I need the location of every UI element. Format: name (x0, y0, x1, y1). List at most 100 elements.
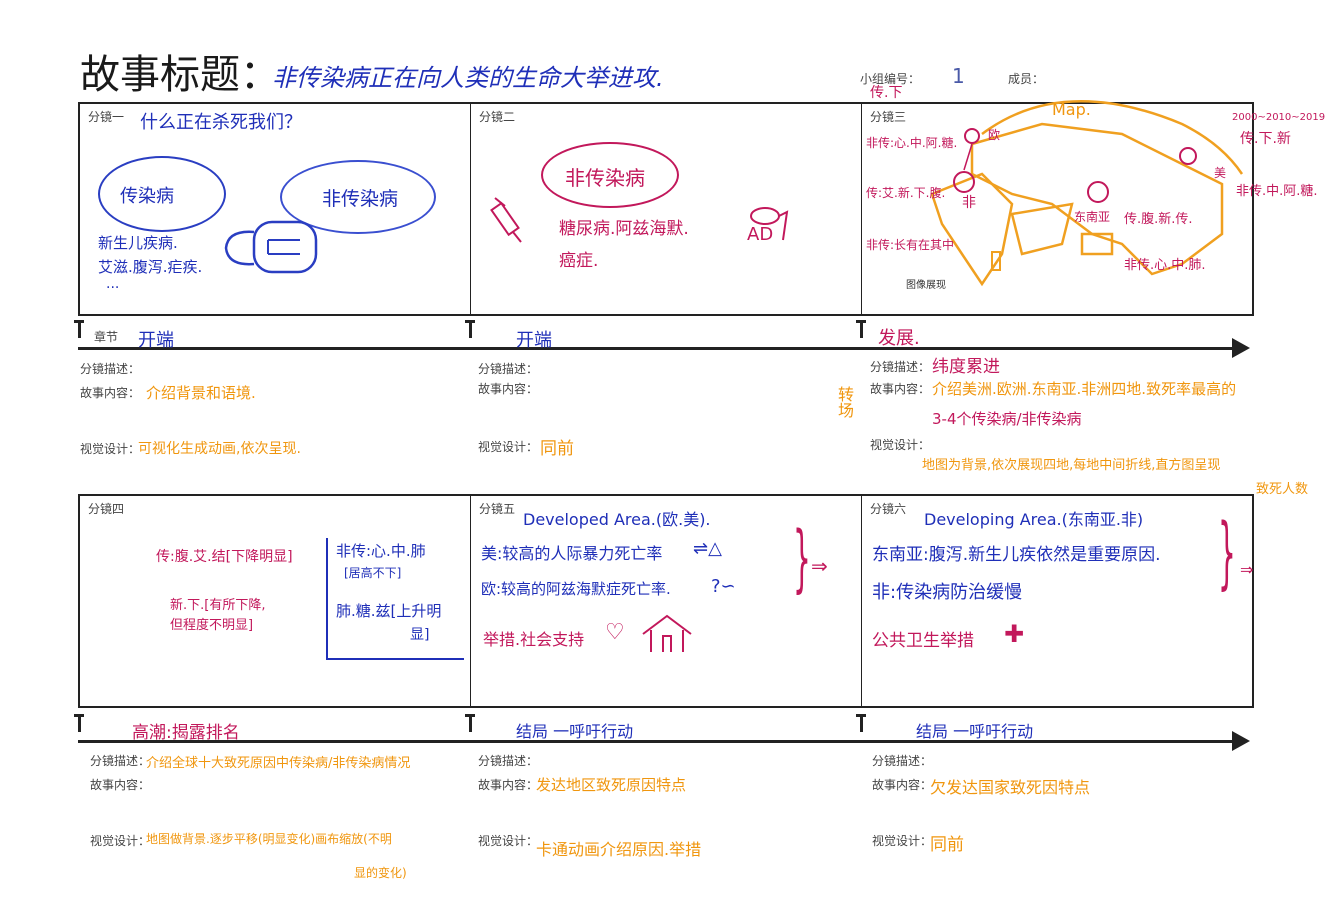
sea-label: 东南亚 (1074, 210, 1111, 224)
panel-1-desc-label: 分镜描述： (80, 362, 141, 376)
violence-icon: ⇌△ (693, 538, 722, 559)
panel-3-visual-value: 地图为背景,依次展现四地,每地中间折线,直方图呈现 (922, 458, 1221, 473)
panel-3: 分镜三 传.下 Map. 2000~2010~2019 非传:心.中.阿.糖. … (862, 85, 1325, 314)
timeline-tick (469, 716, 472, 732)
panel-4-content-label: 故事内容： (90, 778, 151, 792)
panel-5-arrow: ⇒ (811, 554, 828, 578)
panel-4-desc-value: 介绍全球十大致死原因中传染病/非传染病情况 (146, 756, 411, 771)
group-number-value: 1 (952, 64, 965, 88)
story-title-label: 故事标题： (80, 52, 280, 98)
ad-label: AD (747, 224, 774, 245)
disease-list-line3: ... (106, 276, 120, 292)
panel-1-content-value: 介绍背景和语境. (146, 384, 256, 402)
panel-2-visual-value: 同前 (540, 439, 574, 459)
transition-note: 转场 (835, 386, 854, 418)
panel-6-visual-label: 视觉设计： (872, 834, 933, 848)
panel-4-desc-label: 分镜描述： (90, 754, 151, 768)
syringe-icon (490, 197, 522, 243)
years-label: 2000~2010~2019 (1232, 112, 1325, 123)
panel-1: 分镜一 什么正在杀死我们？ 传染病 非传染病 新生儿疾病. 艾滋.腹泻.疟疾. … (80, 104, 471, 314)
panel-4-right-3: 肺.糖.兹[上升明 (336, 602, 442, 620)
panel-5-content-label: 故事内容： (478, 778, 539, 792)
panel-1-visual-value: 可视化生成动画,依次呈现. (138, 441, 301, 457)
timeline-tick (78, 322, 81, 338)
storyboard-row-1: 分镜一 什么正在杀死我们？ 传染病 非传染病 新生儿疾病. 艾滋.腹泻.疟疾. … (78, 85, 1325, 316)
panel-4-visual-value: 地图做背景.逐步平移(明显变化)画布缩放(不明 (146, 832, 392, 846)
panel-question: 什么正在杀死我们？ (140, 112, 302, 133)
panel-5-visual-value: 卡通动画介绍原因.举措 (536, 840, 702, 859)
brain-icon (750, 207, 789, 241)
timeline-row-2 (78, 740, 1233, 743)
panel-6-line-2: 非:传染病防治缓慢 (872, 582, 1023, 603)
panel-5-brace: } (793, 515, 811, 602)
panel-6-line-3: 公共卫生举措 (872, 631, 974, 651)
panel-2-content-label: 故事内容： (478, 382, 539, 396)
panel-5-line-2: 欧:较高的阿兹海默症死亡率. (481, 580, 671, 598)
panel-5-heading: Developed Area.(欧.美). (523, 510, 711, 529)
chapter-6: 结局 一呼吁行动 (916, 722, 1034, 741)
infectious-label: 传染病 (120, 186, 174, 207)
panel-6-heading: Developing Area.(东南亚.非) (924, 510, 1144, 529)
panel-6: 分镜六 Developing Area.(东南亚.非) 东南亚:腹泻.新生儿疾依… (862, 496, 1252, 706)
panel-4-left-2: 新.下.[有所下降, (170, 598, 266, 613)
red-cross-icon: ✚ (1004, 620, 1025, 648)
panel-6-arrow: ⇒ (1240, 560, 1254, 579)
us-label: 美 (1214, 166, 1227, 180)
mask-icon (224, 220, 318, 274)
house-icon (642, 614, 692, 652)
panel-label: 分镜二 (479, 110, 516, 124)
panel-6-content-value: 欠发达国家致死因特点 (930, 778, 1091, 797)
timeline-tick (860, 716, 863, 732)
panel-2-visual-label: 视觉设计： (478, 440, 539, 454)
panel-2: 分镜二 非传染病 糖尿病.阿兹海默. 癌症. AD (471, 104, 862, 314)
sea-note: 传.腹.新.传. (1124, 212, 1193, 227)
timeline-arrow (1232, 338, 1250, 358)
heart-icon: ♡ (605, 620, 625, 645)
panel-6-desc-label: 分镜描述： (872, 754, 933, 768)
noninfectious-label: 非传染病 (322, 188, 399, 210)
panel-5-content-value: 发达地区致死原因特点 (536, 776, 687, 794)
brain-wave-icon: ?∽ (711, 576, 736, 597)
panel-label: 分镜四 (88, 502, 125, 516)
panel-5-line-3: 举措.社会支持 (483, 630, 585, 649)
infectious-circle (98, 156, 226, 232)
panel-3-content-value: 介绍美洲.欧洲.东南亚.非洲四地.致死率最高的 (932, 380, 1237, 398)
timeline-arrow (1232, 731, 1250, 751)
bracket-frame (326, 538, 464, 660)
panel-4-right-2: [居高不下] (344, 566, 402, 580)
disease-list-line1: 新生儿疾病. (98, 234, 178, 252)
panel-6-line-1: 东南亚:腹泻.新生儿疾依然是重要原因. (872, 545, 1161, 565)
storyboard-row-2: 分镜四 传:腹.艾.结[下降明显] 新.下.[有所下降, 但程度不明显] 非传:… (78, 494, 1254, 708)
panel-6-content-label: 故事内容： (872, 778, 933, 792)
right-note-2: 非传.中.阿.糖. (1236, 184, 1318, 199)
top-note: 传.下 (870, 85, 903, 101)
europe-label: 欧 (988, 128, 1001, 142)
chapter-4: 高潮:揭露排名 (132, 723, 240, 743)
panel-4-visual-label: 视觉设计： (90, 834, 151, 848)
chapter-label: 章节 (94, 330, 119, 344)
panel-label: 分镜三 (870, 110, 907, 124)
panel-4-visual-value-2: 显的变化) (354, 866, 407, 880)
left-note-2: 传:艾.新.下.腹. (866, 186, 946, 200)
left-note-1: 非传:心.中.阿.糖. (866, 136, 958, 150)
noninfectious-circle (541, 142, 679, 208)
panel-label: 分镜六 (870, 502, 907, 516)
panel-label: 分镜一 (88, 110, 125, 124)
world-map-sketch (930, 100, 1244, 287)
map-label: Map. (1052, 100, 1091, 119)
noninfectious-circle (280, 160, 436, 234)
timeline-row-1 (78, 347, 1233, 350)
panel-4-left-3: 但程度不明显] (170, 618, 254, 633)
timeline-tick (860, 322, 863, 338)
panel-3-desc-label: 分镜描述： (870, 360, 931, 374)
panel-2-desc-label: 分镜描述： (478, 362, 539, 376)
panel-3-visual-value-2: 致死人数 (1256, 482, 1309, 497)
noninfectious-label: 非传染病 (565, 166, 645, 190)
panel-3-content-label: 故事内容： (870, 382, 931, 396)
disease-list-line2: 艾滋.腹泻.疟疾. (98, 258, 203, 276)
africa-label: 非 (962, 195, 976, 211)
panel-3-content-value-2: 3-4个传染病/非传染病 (932, 410, 1082, 428)
chapter-2: 开端 (516, 330, 552, 351)
panel-label: 分镜五 (479, 502, 516, 516)
right-note-1: 传.下.新 (1240, 131, 1291, 147)
